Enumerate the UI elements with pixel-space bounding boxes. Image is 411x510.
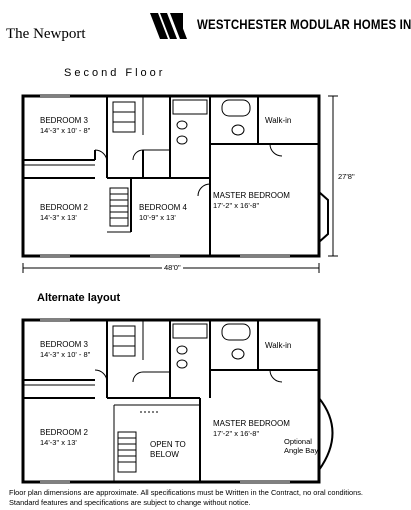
room-label: OPEN TO (150, 440, 186, 449)
room-label: BEDROOM 2 (40, 428, 89, 437)
room-label: MASTER BEDROOM (213, 191, 290, 200)
room-label: BEDROOM 4 (139, 203, 188, 212)
room-label: BEDROOM 3 (40, 116, 89, 125)
room-label: BELOW (150, 450, 179, 459)
overall-depth: 27'8" (338, 172, 355, 181)
plan-name: The Newport (6, 26, 86, 42)
second-floor-heading: Second Floor (64, 67, 166, 79)
company-logo-icon (150, 13, 187, 39)
room-size: 14'-3" x 13' (40, 438, 77, 447)
room-size: 17'-2" x 16'-8" (213, 429, 260, 438)
room-label: BEDROOM 3 (40, 340, 89, 349)
company-name: WESTCHESTER MODULAR HOMES INC (197, 16, 411, 32)
disclaimer-line-2: Standard features and specifications are… (9, 498, 251, 507)
overall-width: 48'0" (162, 263, 183, 273)
room-label: MASTER BEDROOM (213, 419, 290, 428)
room-label: Walk-in (265, 341, 292, 350)
alternate-layout-plan (21, 318, 334, 484)
alternate-layout-heading: Alternate layout (37, 292, 121, 304)
bay-label: Optional (284, 437, 312, 446)
room-size: 17'-2" x 16'-8" (213, 201, 260, 210)
room-size: 14'-3" x 10' - 8" (40, 126, 91, 135)
second-floor-plan (21, 94, 338, 273)
room-label: BEDROOM 2 (40, 203, 89, 212)
room-size: 14'-3" x 13' (40, 213, 77, 222)
room-size: 10'-9" x 13' (139, 213, 176, 222)
disclaimer-line-1: Floor plan dimensions are approximate. A… (9, 488, 363, 497)
room-label: Walk-in (265, 116, 292, 125)
room-size: 14'-3" x 10' - 8" (40, 350, 91, 359)
bay-label: Angle Bay (284, 446, 319, 455)
